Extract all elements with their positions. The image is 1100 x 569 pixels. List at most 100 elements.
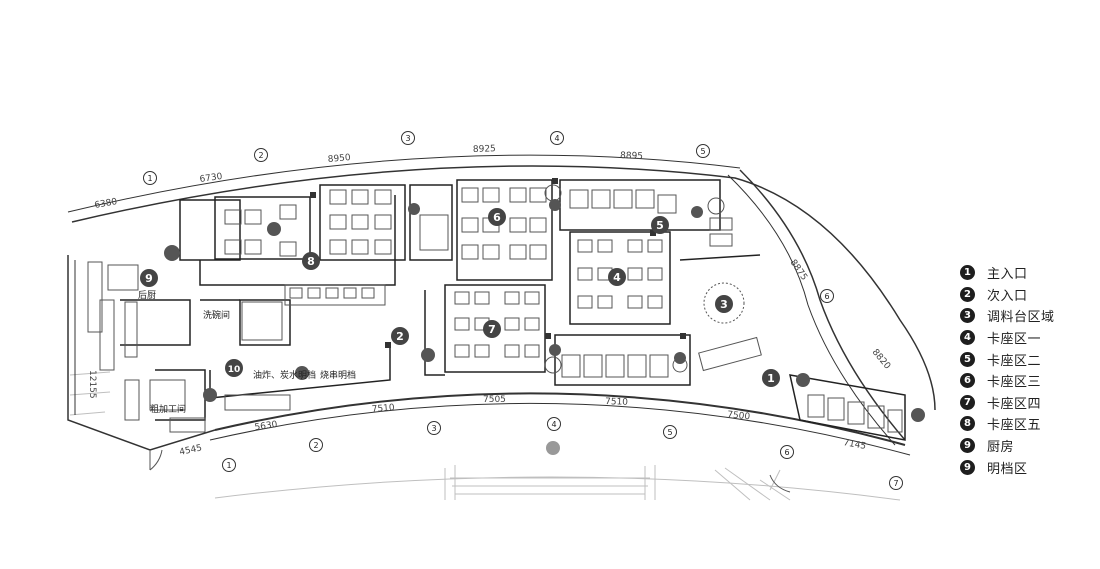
legend-item: 6 卡座区三 — [960, 370, 1090, 392]
axis-top-6: 6 — [820, 289, 834, 303]
bottom-context — [69, 371, 901, 501]
axis-label: 6 — [784, 448, 789, 457]
zone-marker-number: 7 — [488, 323, 496, 336]
dimension-bottom-4545: 4545 — [179, 443, 203, 458]
zone-marker-2: 2 — [391, 327, 409, 345]
axis-bubble — [550, 131, 564, 145]
axis-bubble — [663, 425, 677, 439]
zone-marker-7: 7 — [483, 320, 501, 338]
axis-label: 7 — [893, 479, 898, 488]
legend-badge: 3 — [960, 308, 975, 324]
axis-bubble — [401, 131, 415, 145]
axis-bottom-7: 7 — [889, 476, 903, 490]
axis-label: 1 — [147, 174, 152, 183]
axis-label: 1 — [226, 461, 231, 470]
zone-marker-number: 3 — [720, 298, 728, 311]
legend-label: 卡座区四 — [987, 396, 1042, 412]
zone-marker-6: 6 — [488, 208, 506, 226]
legend-label: 卡座区一 — [987, 332, 1042, 348]
axis-bubble — [309, 438, 323, 452]
dimension-labels: 6380673089508925889588758820454556307510… — [87, 144, 892, 458]
dimension-top-8950: 8950 — [327, 153, 351, 165]
legend-badge: 4 — [960, 330, 975, 346]
legend-label: 次入口 — [987, 288, 1028, 304]
legend-item: 4 卡座区一 — [960, 327, 1090, 349]
axis-bottom-4: 4 — [547, 417, 561, 431]
zone-marker-circle — [488, 208, 506, 226]
dimension-top-8820: 8820 — [870, 348, 893, 372]
legend-item: 9 明档区 — [960, 456, 1090, 478]
dimension-bottom-7510: 7510 — [605, 397, 629, 408]
axis-bubble — [820, 289, 834, 303]
axis-label: 2 — [313, 441, 318, 450]
zone-marker-5: 5 — [651, 216, 669, 234]
legend-label: 主入口 — [987, 267, 1028, 283]
zone-marker-10: 10 — [225, 359, 243, 377]
axis-bubble — [780, 445, 794, 459]
zone-marker-circle — [302, 252, 320, 270]
zone-marker-1: 1 — [762, 369, 780, 387]
axis-bottom-6: 6 — [780, 445, 794, 459]
dimension-top-8895: 8895 — [620, 151, 643, 162]
axis-label: 2 — [258, 151, 263, 160]
zone-marker-number: 10 — [228, 365, 241, 375]
dimension-left: 12155 — [87, 370, 97, 399]
legend-label: 厨房 — [987, 440, 1015, 456]
zone-marker-number: 6 — [493, 211, 501, 224]
room-labels: 后厨 洗碗间 粗加工间 油炸、炭水明档 烧串明档 — [138, 290, 356, 415]
axis-top-3: 3 — [401, 131, 415, 145]
legend-label: 卡座区三 — [987, 375, 1042, 391]
dimension-bottom-7505: 7505 — [483, 395, 506, 405]
axis-bottom-5: 5 — [663, 425, 677, 439]
dimension-top-8925: 8925 — [473, 144, 496, 155]
axis-bubble — [254, 148, 268, 162]
axis-label: 5 — [667, 428, 672, 437]
zone-marker-circle — [608, 268, 626, 286]
dishwash-label: 洗碗间 — [203, 309, 230, 321]
axis-top-1: 1 — [143, 171, 157, 185]
zone-marker-8: 8 — [302, 252, 320, 270]
prep-label: 粗加工间 — [150, 403, 186, 415]
dimension-top-6380: 6380 — [94, 197, 119, 211]
zone-marker-circle — [651, 216, 669, 234]
legend-badge: 9 — [960, 459, 975, 475]
legend-item: 2 次入口 — [960, 284, 1090, 306]
legend-item: 9 厨房 — [960, 435, 1090, 457]
zone-marker-3: 3 — [715, 295, 733, 313]
kitchen-label: 后厨 — [138, 290, 156, 301]
legend-item: 3 调料台区域 — [960, 305, 1090, 327]
zone-marker-number: 9 — [145, 272, 153, 285]
grill-area-label: 烧串明档 — [320, 369, 356, 381]
dimension-bottom-7145: 7145 — [842, 438, 866, 452]
dimension-top-6730: 6730 — [199, 172, 223, 185]
dimension-bottom-7510: 7510 — [371, 403, 395, 415]
dimension-bottom-7500: 7500 — [727, 410, 751, 422]
legend-badge: 7 — [960, 394, 975, 410]
zone-marker-circle — [225, 359, 243, 377]
axis-bubble — [547, 417, 561, 431]
legend-badge: 6 — [960, 373, 975, 389]
zone-marker-number: 8 — [307, 255, 315, 268]
zone-marker-number: 1 — [767, 372, 775, 385]
legend-label: 明档区 — [987, 461, 1028, 477]
axis-bubble — [222, 458, 236, 472]
legend-badge: 5 — [960, 351, 975, 367]
furniture — [87, 184, 903, 493]
zone-marker-circle — [140, 269, 158, 287]
legend-label: 卡座区五 — [987, 418, 1042, 434]
axis-top-2: 2 — [254, 148, 268, 162]
legend-label: 调料台区域 — [987, 310, 1055, 326]
axis-label: 6 — [824, 292, 829, 301]
legend-badge: 8 — [960, 416, 975, 432]
axis-label: 4 — [551, 420, 556, 429]
legend-badge: 2 — [960, 286, 975, 302]
legend-badge: 9 — [960, 438, 975, 454]
axis-label: 5 — [700, 147, 705, 156]
axis-bubble — [696, 144, 710, 158]
bar-area-label: 油炸、炭水明档 — [253, 369, 316, 381]
axis-label: 3 — [405, 134, 410, 143]
